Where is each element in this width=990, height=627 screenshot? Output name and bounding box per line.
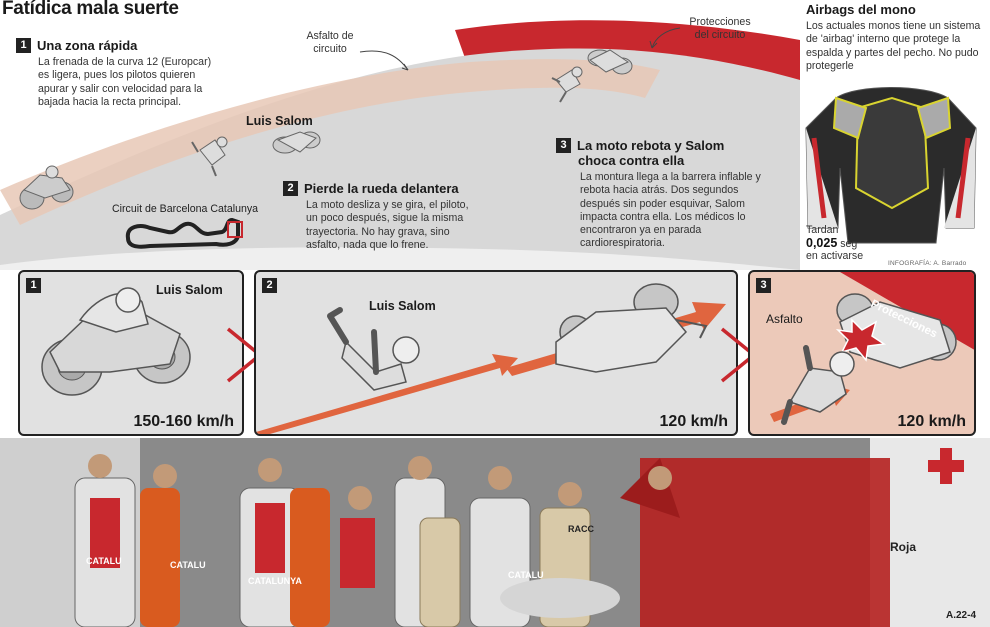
asphalt-surface: [0, 48, 800, 270]
airbag-title: Airbags del mono: [806, 2, 916, 17]
sliding-bike-illustration: [272, 131, 321, 154]
rider-bike-illustration-1: [19, 165, 74, 210]
racc-text: RACC: [568, 524, 594, 534]
panel-2-number: 2: [262, 278, 277, 293]
circuit-name-label: Circuit de Barcelona Catalunya: [112, 203, 259, 215]
curve-12-marker: [227, 221, 243, 238]
rider-fall-illustration-1: [191, 136, 228, 177]
roja-text: Roja: [890, 540, 917, 554]
step-1-text: La frenada de la curva 12 (Europcar) es …: [38, 56, 212, 108]
circuit-map: [125, 217, 243, 249]
panel-2-illustration: [256, 283, 726, 434]
vest-text-3: CATALUNYA: [248, 576, 302, 586]
trajectory-band: [0, 59, 660, 225]
rescue-scene-photo: [0, 438, 990, 627]
plate-text: A.22-4: [946, 610, 977, 621]
step-2-text: La moto desliza y se gira, el piloto, un…: [306, 199, 469, 251]
track-background: [0, 20, 800, 270]
panel-3: 3 Asfalto Protecciones 120 km/h: [748, 270, 976, 436]
panel-3-number: 3: [756, 278, 771, 293]
step-2-heading: 2 Pierde la rueda delantera: [283, 180, 459, 198]
panel-2: 2 Luis Salom 120 km/h: [254, 270, 738, 436]
news-photo: CATALU CATALU CATALUNYA CATALU RACC Roja…: [0, 438, 990, 627]
airbag-text: Los actuales monos tiene un sistema de '…: [806, 20, 981, 73]
panel-3-asfalto-label: Asfalto: [766, 312, 803, 326]
step-3-text: La montura llega a la barrera inflable y…: [580, 171, 761, 250]
trajectory-arrow-1: [256, 354, 518, 434]
step-3-title-line1: La moto rebota y Salom: [577, 138, 725, 153]
step-3-heading: 3 La moto rebota y Salom: [556, 137, 724, 155]
protecciones-arrow: [651, 27, 681, 49]
track-edge: [0, 247, 800, 270]
panel-2-speed: 120 km/h: [659, 413, 728, 430]
panel-1-number: 1: [26, 278, 41, 293]
page-title: Fatídica mala suerte: [2, 0, 179, 19]
step-3-number: 3: [556, 138, 571, 154]
step-2-title: Pierde la rueda delantera: [304, 181, 459, 196]
step-1-heading: 1 Una zona rápida: [16, 37, 137, 55]
asfalto-callout: Asfalto de circuito: [306, 30, 354, 55]
panel-1-speed: 150-160 km/h: [133, 413, 234, 430]
airbag-timing: Tardan 0,025 seg en activarse: [806, 224, 864, 262]
track-illustration: 1 Una zona rápida La frenada de la curva …: [0, 0, 800, 270]
infographic-credit: INFOGRAFÍA: A. Barrado: [888, 260, 967, 267]
impact-illustration: [551, 49, 633, 103]
step-3-title-line2: choca contra ella: [578, 153, 685, 168]
vest-text-4: CATALU: [508, 570, 544, 580]
panel-1-rider-label: Luis Salom: [156, 283, 223, 297]
step-1-title: Una zona rápida: [37, 38, 138, 53]
airbag-suit-illustration: [805, 87, 977, 244]
panel-1-illustration: [41, 287, 191, 396]
asfalto-arrow: [359, 50, 409, 71]
panel-1: 1 Luis Salom 150-160 km/h: [18, 270, 244, 436]
panel-3-illustration: [770, 272, 974, 425]
step-1-number: 1: [16, 38, 31, 54]
vest-text-1: CATALU: [86, 556, 122, 566]
vest-text-2: CATALU: [170, 560, 206, 570]
panel-2-rider-label: Luis Salom: [369, 299, 436, 313]
protecciones-callout: Protecciones del circuito: [689, 16, 751, 41]
panel-3-speed: 120 km/h: [897, 413, 966, 430]
rider-name-label: Luis Salom: [246, 114, 313, 128]
step-2-number: 2: [283, 181, 298, 197]
